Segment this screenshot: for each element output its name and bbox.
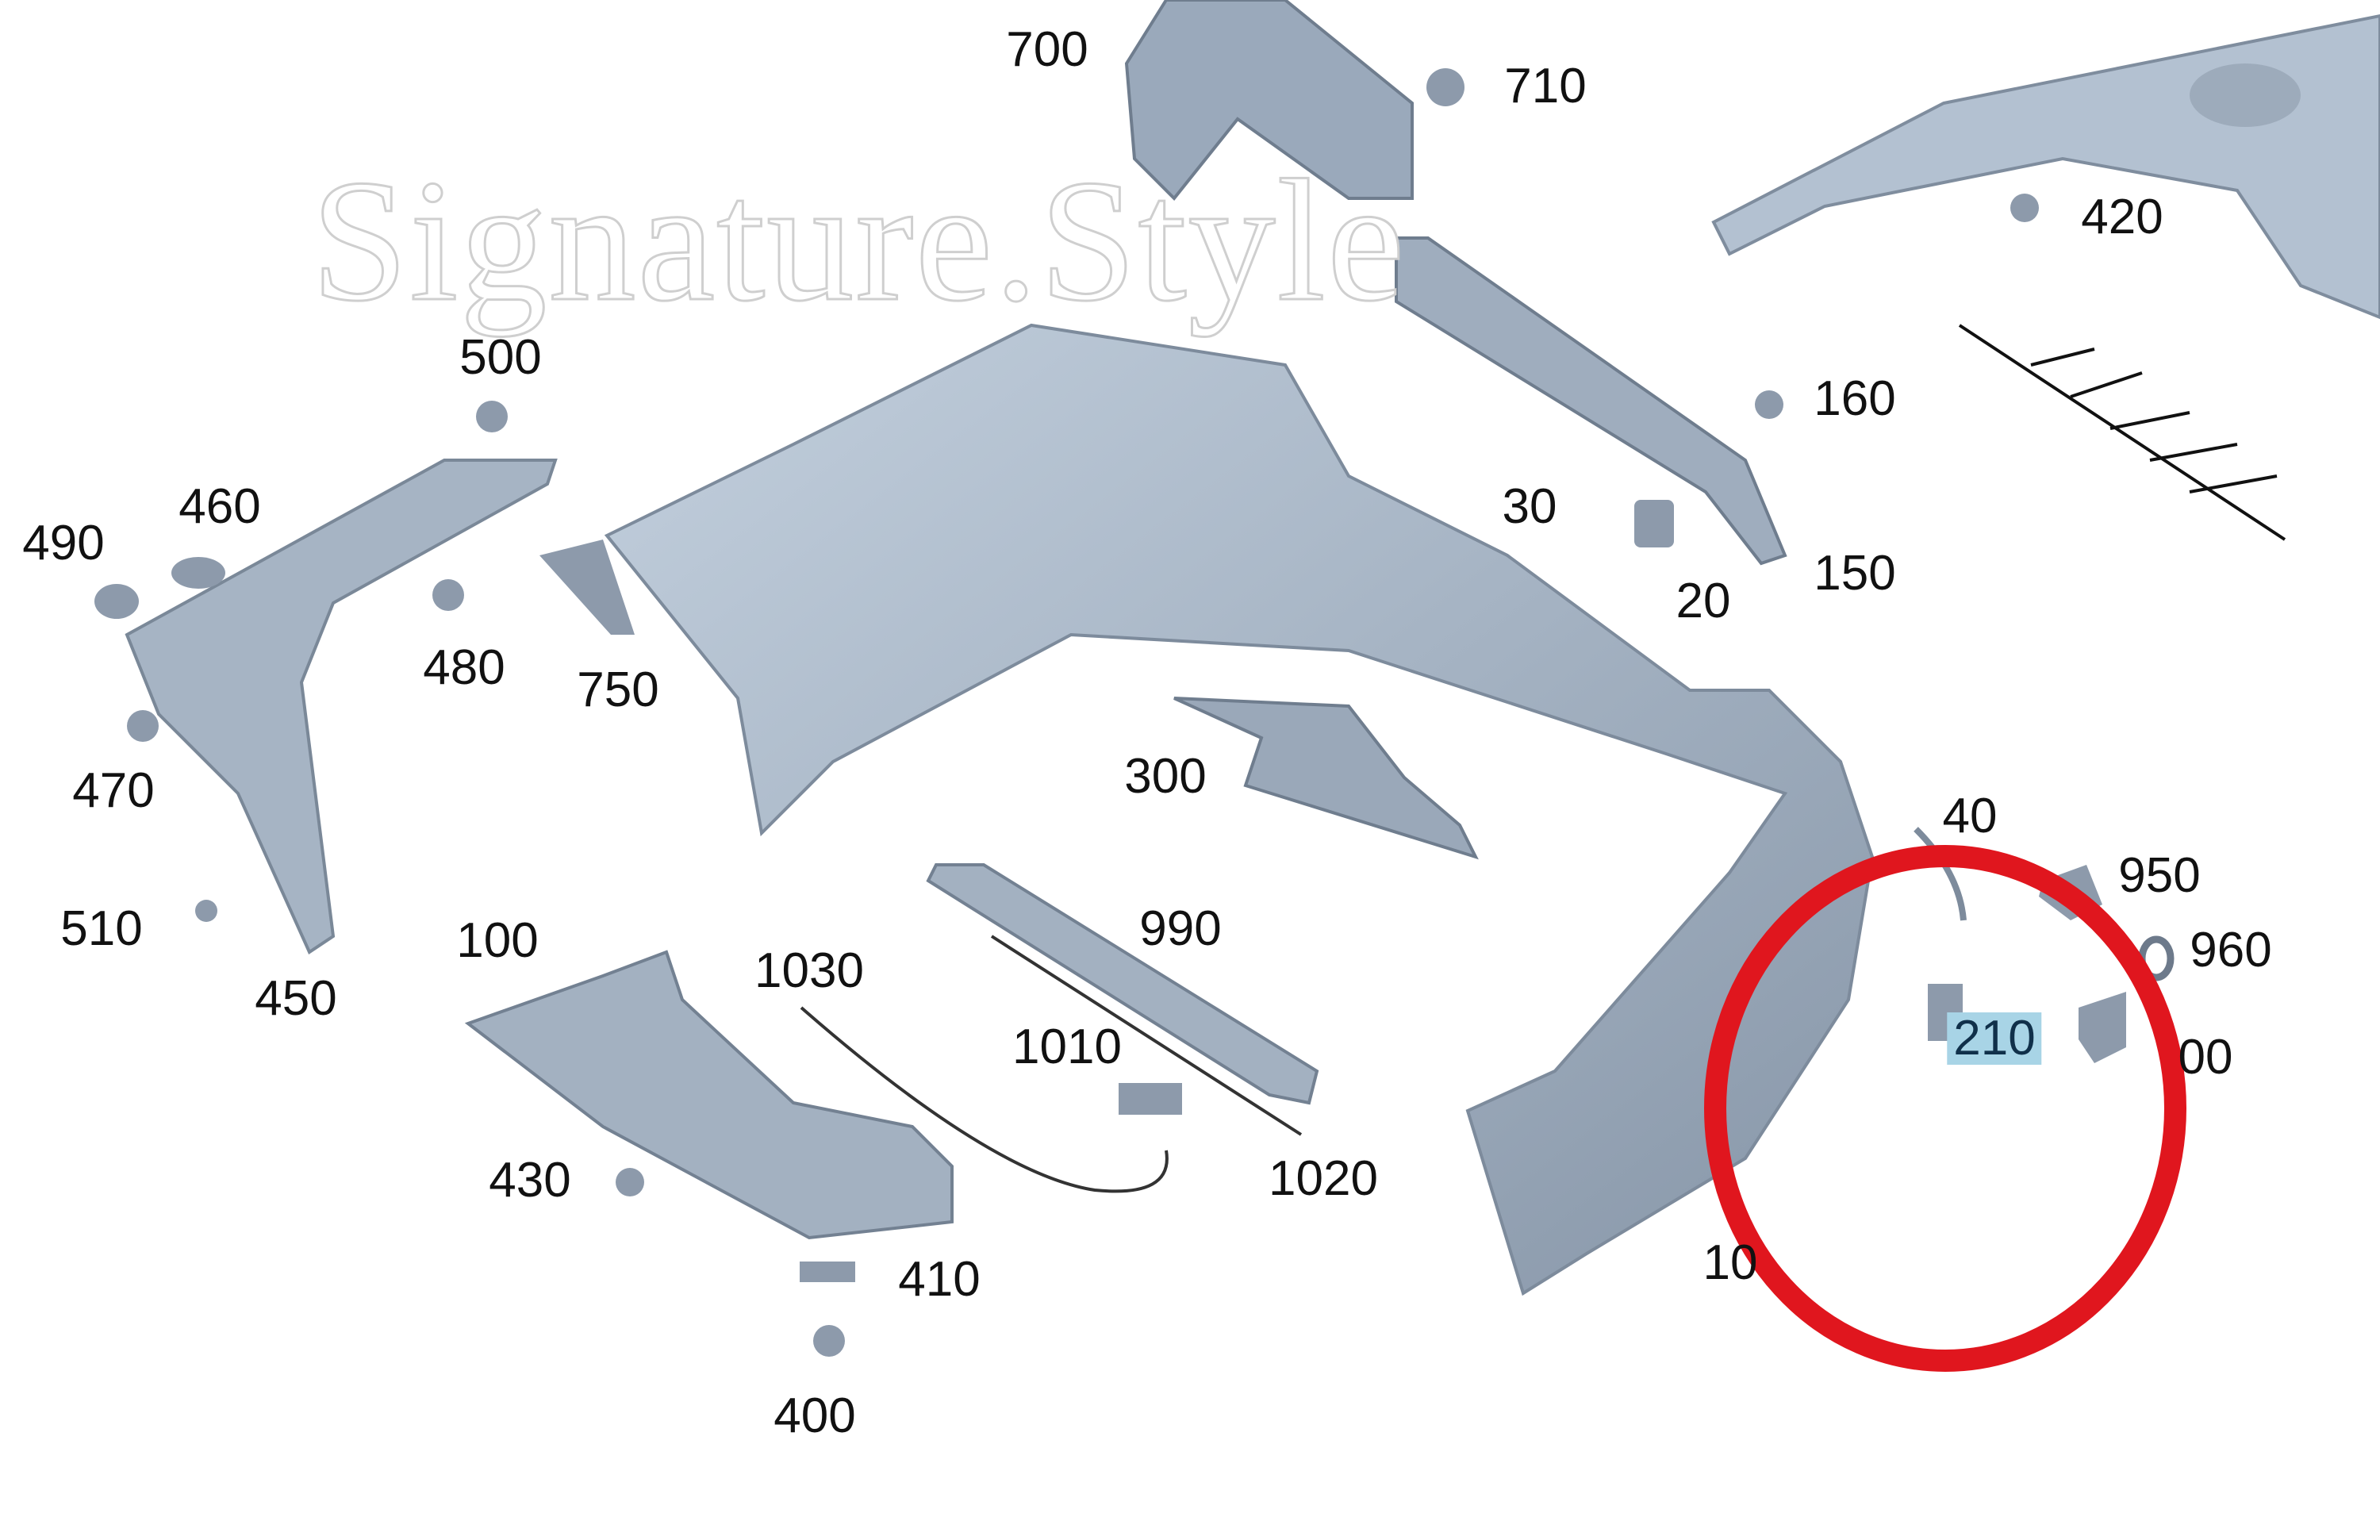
label-710: 710 [1504,59,1587,113]
watermark-logo: Signature.Style [309,144,1407,337]
part-20 [1634,500,1674,547]
bumper-cover [604,323,1875,1296]
label-20: 20 [1676,574,1731,628]
label-300: 300 [1124,749,1207,804]
fastener-430 [616,1168,644,1196]
label-990: 990 [1139,901,1222,956]
label-460: 460 [178,479,261,534]
label-400: 400 [774,1388,856,1443]
label-510: 510 [60,901,143,956]
trim-panel [1711,13,2380,320]
clip-490 [94,584,139,619]
fastener-400 [813,1325,845,1357]
label-410: 410 [898,1252,981,1307]
label-1010: 1010 [1012,1020,1122,1074]
wire-1020 [990,935,1303,1136]
label-30: 30 [1502,479,1557,534]
strip-990 [926,863,1319,1105]
label-480: 480 [423,640,505,695]
red-highlight-circle [1704,845,2186,1372]
fasteners [127,194,2039,1357]
label-150: 150 [1814,546,1896,601]
carrier-100 [464,950,954,1240]
bracket-40 [1914,827,1967,921]
clip-410 [800,1262,855,1282]
hatch [1958,324,2286,541]
fastener-470 [127,710,159,742]
rail-150 [1395,236,1787,566]
label-430: 430 [489,1153,571,1208]
bracket-750 [539,540,635,635]
label-490: 490 [22,516,105,570]
label-1030: 1030 [754,943,864,998]
fastener-500 [476,401,508,432]
clip-160 [1755,390,1783,419]
clip-710 [1426,68,1464,106]
bracket-700 [1124,0,1414,201]
bracket-450 [125,459,558,954]
label-700: 700 [1006,22,1088,77]
label-partial-10: 10 [1702,1235,1758,1290]
washer-460 [171,557,225,589]
fastener-420 [2010,194,2039,222]
part-200 [2079,992,2126,1063]
label-750: 750 [577,662,659,717]
fastener-480 [432,579,464,611]
label-470: 470 [72,763,155,818]
label-partial-00: 00 [2178,1030,2233,1085]
label-500: 500 [459,330,542,385]
label-960: 960 [2190,923,2272,977]
label-40: 40 [1942,789,1998,843]
part-300 [1173,697,1479,860]
label-1020: 1020 [1269,1151,1378,1206]
wire-1030 [800,1006,1169,1193]
module-1010 [1119,1083,1182,1115]
label-450: 450 [255,971,337,1026]
label-160: 160 [1814,371,1896,426]
label-100: 100 [456,913,539,968]
label-210-highlighted: 210 [1947,1012,2042,1065]
trim-panel-recess [2190,63,2301,127]
label-950: 950 [2118,848,2201,903]
fastener-510 [195,900,217,922]
label-420: 420 [2081,190,2163,244]
